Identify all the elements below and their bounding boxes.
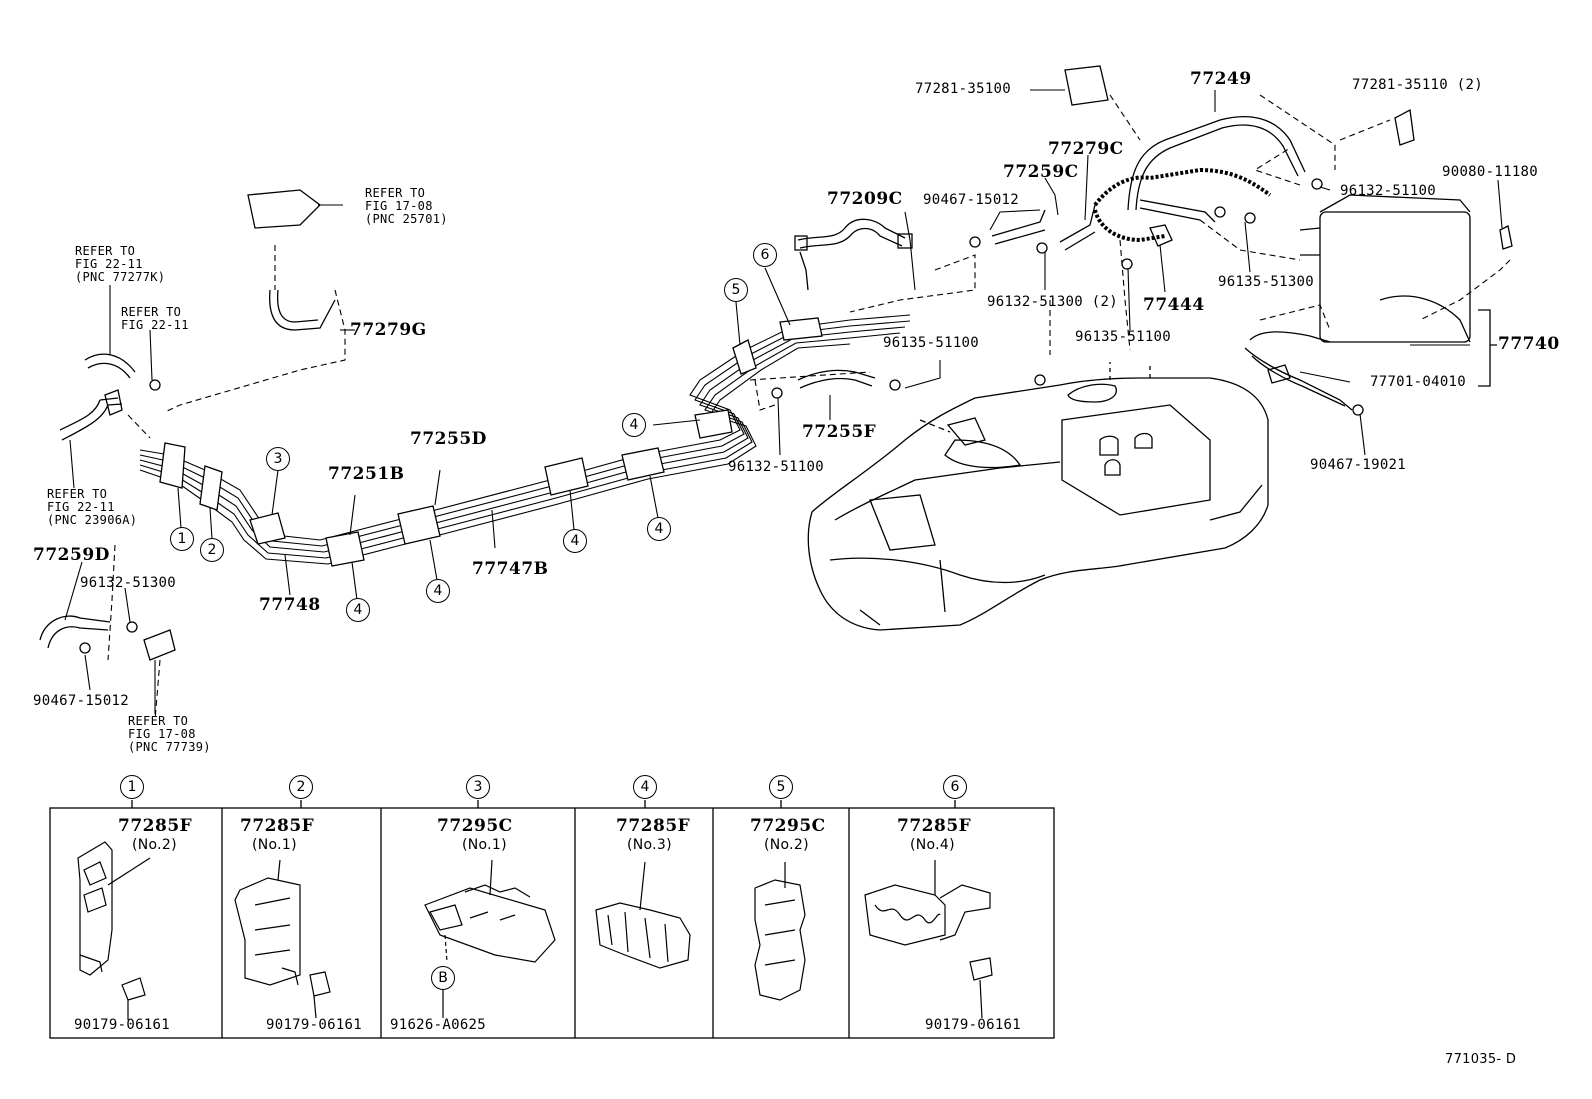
detail-3-part: 77295C: [437, 816, 513, 836]
refer-note-5-line2: FIG 17-08: [128, 727, 196, 741]
label-77255F: 77255F: [802, 422, 877, 442]
clamp-marker-4e: 4: [622, 413, 646, 437]
label-77281-35110: 77281-35110 (2): [1352, 77, 1483, 93]
label-90467-15012-bottom: 90467-15012: [33, 693, 130, 709]
label-90467-15012-top: 90467-15012: [923, 192, 1020, 208]
label-96135-51100-right: 96135-51100: [1075, 329, 1172, 345]
label-leaders: [64, 89, 1503, 714]
label-96132-51300: 96132-51300: [80, 575, 177, 591]
clamp-marker-2: 2: [200, 538, 224, 562]
detail-4-sub: (No.3): [627, 837, 672, 853]
figure-code: 771035- D: [1445, 1052, 1517, 1067]
detail-2-bottom: 90179-06161: [266, 1017, 363, 1033]
refer-note-2: REFER TO FIG 22-11 (PNC 77277K): [75, 245, 165, 284]
detail-marker-1: 1: [120, 775, 144, 799]
clamp-marker-1: 1: [170, 527, 194, 551]
label-77209C: 77209C: [827, 189, 903, 209]
label-77255D: 77255D: [410, 429, 487, 449]
refer-note-2-line1: REFER TO: [75, 244, 136, 258]
detail-parts: [77, 841, 993, 1020]
label-77747B: 77747B: [472, 559, 549, 579]
detail-2-part: 77285F: [240, 816, 315, 836]
clamp-marker-6: 6: [753, 243, 777, 267]
clamp-marker-4b: 4: [426, 579, 450, 603]
detail-marker-2: 2: [289, 775, 313, 799]
label-90467-19021: 90467-19021: [1310, 457, 1407, 473]
detail-5-sub: (No.2): [764, 837, 809, 853]
detail-3-bottom: 91626-A0625: [390, 1017, 487, 1033]
label-90080-11180: 90080-11180: [1442, 164, 1539, 180]
label-96132-51100-bottom: 96132-51100: [728, 459, 825, 475]
clamp-marker-4c: 4: [563, 529, 587, 553]
label-77279G: 77279G: [350, 320, 427, 340]
refer-note-2-line2: FIG 22-11: [75, 257, 143, 271]
detail-marker-6: 6: [943, 775, 967, 799]
label-77259D: 77259D: [33, 545, 110, 565]
detail-1-sub: (No.2): [132, 837, 177, 853]
detail-marker-3: 3: [466, 775, 490, 799]
label-96135-51300: 96135-51300: [1218, 274, 1315, 290]
refer-note-1-line2: FIG 17-08: [365, 199, 433, 213]
detail-1-part: 77285F: [118, 816, 193, 836]
label-96132-51300-2: 96132-51300 (2): [987, 294, 1118, 310]
label-77251B: 77251B: [328, 464, 405, 484]
label-77249: 77249: [1190, 69, 1252, 89]
detail-marker-5: 5: [769, 775, 793, 799]
label-96132-51100-top: 96132-51100: [1340, 183, 1437, 199]
label-77281-35100: 77281-35100: [915, 81, 1012, 97]
clamp-bands: [159, 317, 823, 567]
refer-note-3: REFER TO FIG 22-11: [121, 306, 189, 332]
detail-1-bottom: 90179-06161: [74, 1017, 171, 1033]
detail-table: [49, 800, 1055, 1039]
clamp-marker-4a: 4: [346, 598, 370, 622]
detail-2-sub: (No.1): [252, 837, 297, 853]
label-77259C: 77259C: [1003, 162, 1079, 182]
refer-note-5-line1: REFER TO: [128, 714, 189, 728]
refer-note-1-line3: (PNC 25701): [365, 212, 448, 226]
detail-5-part: 77295C: [750, 816, 826, 836]
clamp-leaders: [177, 267, 791, 601]
label-77279C: 77279C: [1048, 139, 1124, 159]
detail-4-part: 77285F: [616, 816, 691, 836]
label-77701-04010: 77701-04010: [1370, 374, 1467, 390]
clamp-marker-5: 5: [724, 278, 748, 302]
clamp-marker-3: 3: [266, 447, 290, 471]
fuel-tank: [807, 362, 1269, 631]
refer-note-3-line1: REFER TO: [121, 305, 182, 319]
label-77740: 77740: [1498, 334, 1560, 354]
label-77444: 77444: [1143, 295, 1205, 315]
detail-3-sub: (No.1): [462, 837, 507, 853]
detail-3-letter-b: B: [431, 966, 455, 990]
detail-6-part: 77285F: [897, 816, 972, 836]
refer-note-5: REFER TO FIG 17-08 (PNC 77739): [128, 715, 211, 754]
detail-6-sub: (No.4): [910, 837, 955, 853]
detail-marker-4: 4: [633, 775, 657, 799]
refer-note-2-line3: (PNC 77277K): [75, 270, 166, 284]
dashed-leaders: [107, 94, 1511, 721]
detail-6-bottom: 90179-06161: [925, 1017, 1022, 1033]
hoses: [39, 65, 1513, 661]
refer-note-4-line3: (PNC 23906A): [47, 513, 138, 527]
refer-note-1-line1: REFER TO: [365, 186, 426, 200]
refer-note-3-line2: FIG 22-11: [121, 318, 189, 332]
clamp-marker-4d: 4: [647, 517, 671, 541]
refer-note-5-line3: (PNC 77739): [128, 740, 211, 754]
refer-note-1: REFER TO FIG 17-08 (PNC 25701): [365, 187, 448, 226]
label-96135-51100-mid: 96135-51100: [883, 335, 980, 351]
label-77748: 77748: [259, 595, 321, 615]
refer-note-4-line2: FIG 22-11: [47, 500, 115, 514]
refer-note-4-line1: REFER TO: [47, 487, 108, 501]
refer-note-4: REFER TO FIG 22-11 (PNC 23906A): [47, 488, 137, 527]
